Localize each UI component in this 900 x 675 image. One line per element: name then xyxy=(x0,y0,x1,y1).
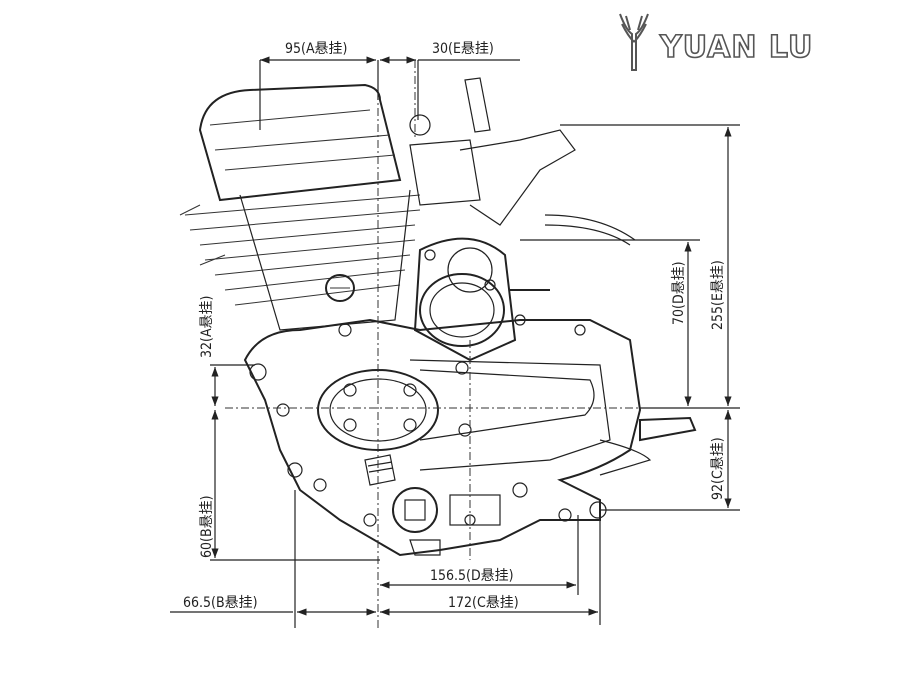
dim-70-d: 70(D悬挂) xyxy=(671,261,687,325)
antler-icon xyxy=(619,13,649,71)
dim-60-b: 60(B悬挂) xyxy=(199,496,215,559)
dimension-lines xyxy=(170,56,740,628)
dim-66-5-b: 66.5(B悬挂) xyxy=(183,595,258,611)
dim-30-e: 30(E悬挂) xyxy=(432,41,494,57)
yuanlu-logo: YUAN LU xyxy=(619,13,813,71)
dim-255-e: 255(E悬挂) xyxy=(710,260,726,330)
logo-text: YUAN LU xyxy=(659,30,813,65)
bolts xyxy=(249,249,607,527)
dim-156-5-d: 156.5(D悬挂) xyxy=(430,568,514,584)
engine-outline xyxy=(179,77,697,557)
centerlines xyxy=(225,60,740,630)
dim-172-c: 172(C悬挂) xyxy=(448,595,519,611)
dim-92-c: 92(C悬挂) xyxy=(710,437,726,500)
dim-95-a: 95(A悬挂) xyxy=(285,41,347,57)
dim-32-a: 32(A悬挂) xyxy=(199,296,215,358)
